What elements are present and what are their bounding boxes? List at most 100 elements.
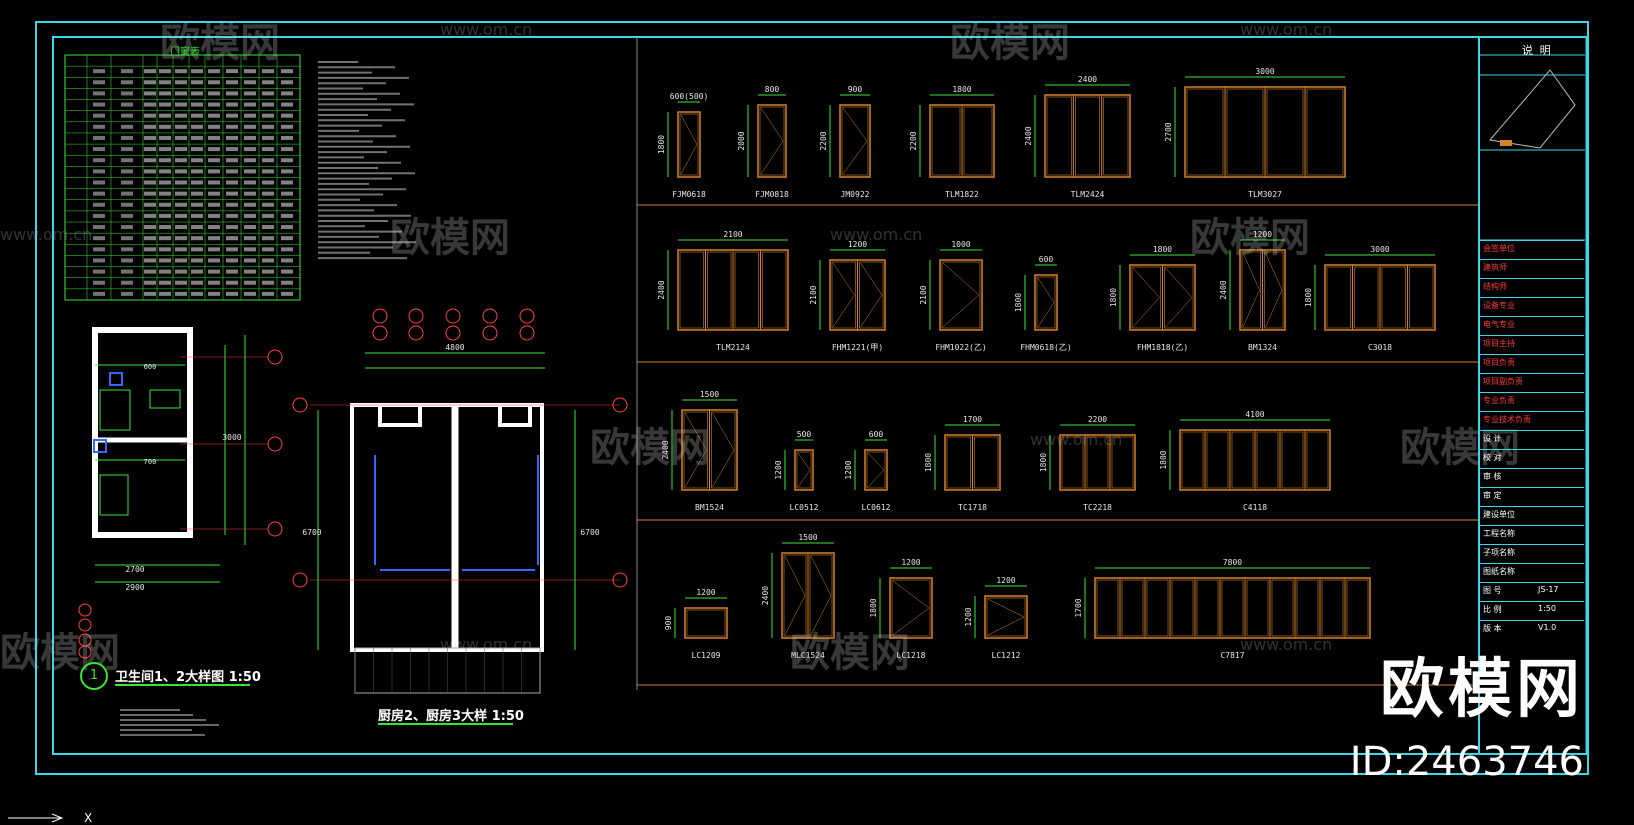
- door-width-text: 1800: [1153, 245, 1172, 254]
- door-label-text: LC0512: [790, 503, 819, 512]
- door-window-schedule-table: [64, 54, 301, 301]
- kitchen-detail-title: 厨房2、厨房3大样 1:50: [378, 709, 524, 724]
- watermark-text: 欧模网: [1400, 425, 1520, 471]
- door-table-title: 门窗表: [170, 47, 200, 58]
- title-block-value: JS-17: [1538, 585, 1559, 594]
- door-width-text: 1200: [1253, 230, 1272, 239]
- door-width-text: 2400: [1078, 75, 1097, 84]
- detail-number: 1: [89, 668, 99, 683]
- site-key-plan: [1489, 69, 1576, 149]
- door-height-text: 1200: [774, 460, 783, 479]
- watermark-text: 欧模网: [950, 20, 1070, 66]
- door-height-text: 2400: [1024, 126, 1033, 145]
- door-width-text: 1700: [963, 415, 982, 424]
- door-label-text: LC1209: [692, 651, 721, 660]
- door-height-text: 2400: [657, 280, 666, 299]
- watermark-url: www.om.cn: [830, 225, 923, 244]
- door-height-text: 2400: [1219, 280, 1228, 299]
- door-label-text: TLM2424: [1071, 190, 1105, 199]
- door-height-text: 1800: [869, 598, 878, 617]
- door-height-text: 1800: [1109, 288, 1118, 307]
- title-block-row: 工程名称: [1480, 525, 1584, 541]
- door-label-text: LC1212: [992, 651, 1021, 660]
- door-label-text: FHM1221(甲): [832, 343, 883, 352]
- door-label-text: TLM3027: [1248, 190, 1282, 199]
- door-height-text: 1200: [964, 607, 973, 626]
- door-label-text: C4118: [1243, 503, 1267, 512]
- title-block-row: 项目副负责: [1480, 373, 1584, 389]
- door-label-text: TC2218: [1083, 503, 1112, 512]
- title-block-row: 校 对: [1480, 449, 1584, 465]
- door-width-text: 800: [765, 85, 780, 94]
- door-label-text: LC0612: [862, 503, 891, 512]
- door-label-text: C7817: [1220, 651, 1244, 660]
- door-height-text: 1800: [1039, 453, 1048, 472]
- bathroom-detail-title: 卫生间1、2大样图 1:50: [115, 670, 261, 685]
- door-width-text: 600: [869, 430, 884, 439]
- door-label-text: FHM1818(乙): [1137, 343, 1188, 352]
- door-label-text: FJM0618: [672, 190, 706, 199]
- title-block-row: 专业技术负责: [1480, 411, 1584, 427]
- door-height-text: 1200: [844, 460, 853, 479]
- door-width-text: 7800: [1223, 558, 1242, 567]
- door-height-text: 2400: [661, 440, 670, 459]
- ucs-cursor-icon: X: [8, 811, 92, 825]
- door-width-text: 500: [797, 430, 812, 439]
- door-label-text: FHM1022(乙): [935, 343, 986, 352]
- dim-text: 2700: [125, 565, 144, 574]
- title-block-header: 说 明: [1522, 44, 1551, 57]
- brand-id: ID:2463746: [1349, 739, 1584, 785]
- watermark-url: www.om.cn: [0, 225, 93, 244]
- title-block-row: 会签单位: [1480, 240, 1584, 256]
- title-block-value: 1:50: [1538, 604, 1556, 613]
- watermark-text: 欧模网: [790, 630, 910, 676]
- door-width-text: 3000: [1255, 67, 1274, 76]
- inner-frame: [52, 36, 1588, 755]
- door-width-text: 1800: [952, 85, 971, 94]
- door-label-text: LC1218: [897, 651, 926, 660]
- title-block-row: 比 例: [1480, 601, 1584, 617]
- door-height-text: 1700: [1074, 598, 1083, 617]
- door-width-text: 2200: [1088, 415, 1107, 424]
- watermark-url: www.om.cn: [440, 20, 533, 39]
- watermark-text: 欧模网: [590, 425, 710, 471]
- door-width-text: 4100: [1245, 410, 1264, 419]
- door-width-text: 1500: [700, 390, 719, 399]
- door-label-text: C3018: [1368, 343, 1392, 352]
- door-label-text: BM1324: [1248, 343, 1277, 352]
- door-width-text: 900: [848, 85, 863, 94]
- watermark-url: www.om.cn: [1240, 20, 1333, 39]
- brand-logo: 欧模网: [1380, 653, 1584, 727]
- door-label-text: TC1718: [958, 503, 987, 512]
- watermark-url: www.om.cn: [440, 635, 533, 654]
- title-block-row: 设备专业: [1480, 297, 1584, 313]
- title-block-value: V1.0: [1538, 623, 1557, 632]
- door-label-text: MLC1524: [791, 651, 825, 660]
- dim-text: 6700: [302, 528, 321, 537]
- door-height-text: 1800: [1014, 293, 1023, 312]
- door-elevations: 600(500)1800FJM06188002000FJM08189002200…: [657, 67, 1436, 660]
- dim-text: 6700: [580, 528, 599, 537]
- title-block-row: 图纸名称: [1480, 563, 1584, 579]
- door-width-text: 600(500): [670, 92, 709, 101]
- general-notes: [318, 61, 416, 260]
- door-width-text: 1500: [798, 533, 817, 542]
- title-block-row: 建筑师: [1480, 259, 1584, 275]
